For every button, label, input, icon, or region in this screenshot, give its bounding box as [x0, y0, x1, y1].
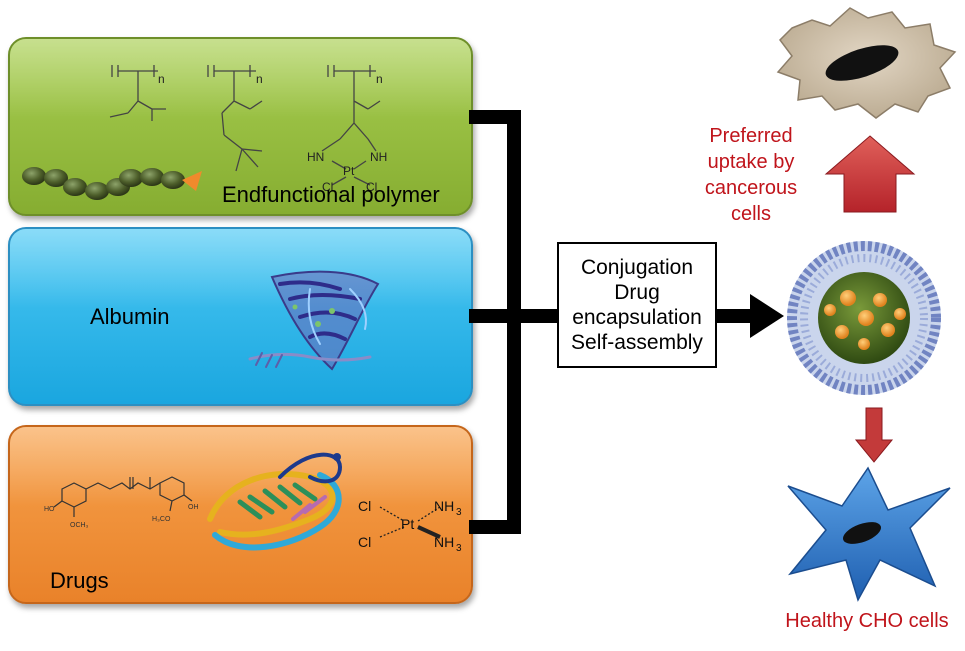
nanoparticle [787, 241, 941, 395]
cisplatin-sub3-bottom: 3 [456, 543, 462, 554]
drugs-panel: HO OCH₃ H₃CO OH Cl Cl Pt NH NH 3 3 [8, 425, 473, 604]
cisplatin-cl-bottom: Cl [358, 534, 371, 550]
preferred-uptake-label: Preferred uptake by cancerous cells [696, 123, 806, 227]
cl-left-label: Cl [322, 180, 333, 194]
albumin-panel: Albumin [8, 227, 473, 406]
polymer-structures: n n n HN NH Pt Cl Cl [22, 65, 387, 200]
cancer-cell-nucleus [825, 45, 899, 81]
cisplatin-pt: Pt [401, 516, 414, 532]
curcumin-oh: OH [188, 504, 199, 511]
process-step-4: Self-assembly [571, 331, 703, 354]
polymer-bead-chain [22, 167, 202, 200]
curcumin-och3: OCH₃ [70, 522, 89, 529]
cl-right-label: Cl [366, 180, 377, 194]
cisplatin-bonds [379, 506, 441, 539]
uptake-line-2: uptake by [707, 151, 795, 173]
uptake-line-3: cancerous [704, 177, 798, 199]
healthy-cell-arrow [854, 407, 894, 463]
monomer-amine-bonds [207, 65, 263, 168]
nh-label: NH [370, 150, 387, 164]
hn-label: HN [307, 150, 324, 164]
cisplatin-nh-bottom: NH [434, 534, 454, 550]
cisplatin-cl-top: Cl [358, 498, 371, 514]
albumin-label: Albumin [90, 304, 170, 329]
preferred-uptake-arrow [824, 135, 916, 213]
repeat-subscript-2: n [256, 72, 263, 86]
process-step-1: Conjugation [580, 256, 694, 279]
healthy-cell-nucleus [842, 522, 882, 544]
polymer-label: Endfunctional polymer [222, 182, 440, 207]
uptake-line-4: cells [730, 203, 771, 225]
endfunctional-polymer-panel: n n n HN NH Pt Cl Cl [8, 37, 473, 216]
drugs-label: Drugs [50, 568, 109, 593]
monomer-platinum-bonds [321, 65, 381, 152]
process-steps-box: Conjugation Drug encapsulation Self-asse… [557, 242, 717, 368]
cisplatin-sub3-top: 3 [456, 507, 462, 518]
curcumin-ho: HO [44, 506, 55, 513]
healthy-cells-label: Healthy CHO cells [785, 610, 949, 632]
process-arrow-head [750, 294, 784, 338]
repeat-subscript-3: n [376, 72, 383, 86]
uptake-line-1: Preferred [709, 125, 793, 147]
dna-ribbon [207, 452, 343, 551]
pt-label: Pt [343, 164, 355, 178]
cisplatin-nh-top: NH [434, 498, 454, 514]
drug-structures: HO OCH₃ H₃CO OH Cl Cl Pt NH NH 3 3 [44, 452, 462, 554]
curcumin-h3co: H₃CO [152, 516, 171, 523]
curcumin-structure [53, 476, 193, 517]
end-group-triangle [182, 171, 202, 191]
repeat-subscript-1: n [158, 72, 165, 86]
process-step-3: encapsulation [572, 306, 702, 329]
albumin-protein-structure [248, 270, 380, 371]
process-step-2: Drug [614, 281, 660, 304]
monomer-ester-bonds [109, 65, 158, 121]
